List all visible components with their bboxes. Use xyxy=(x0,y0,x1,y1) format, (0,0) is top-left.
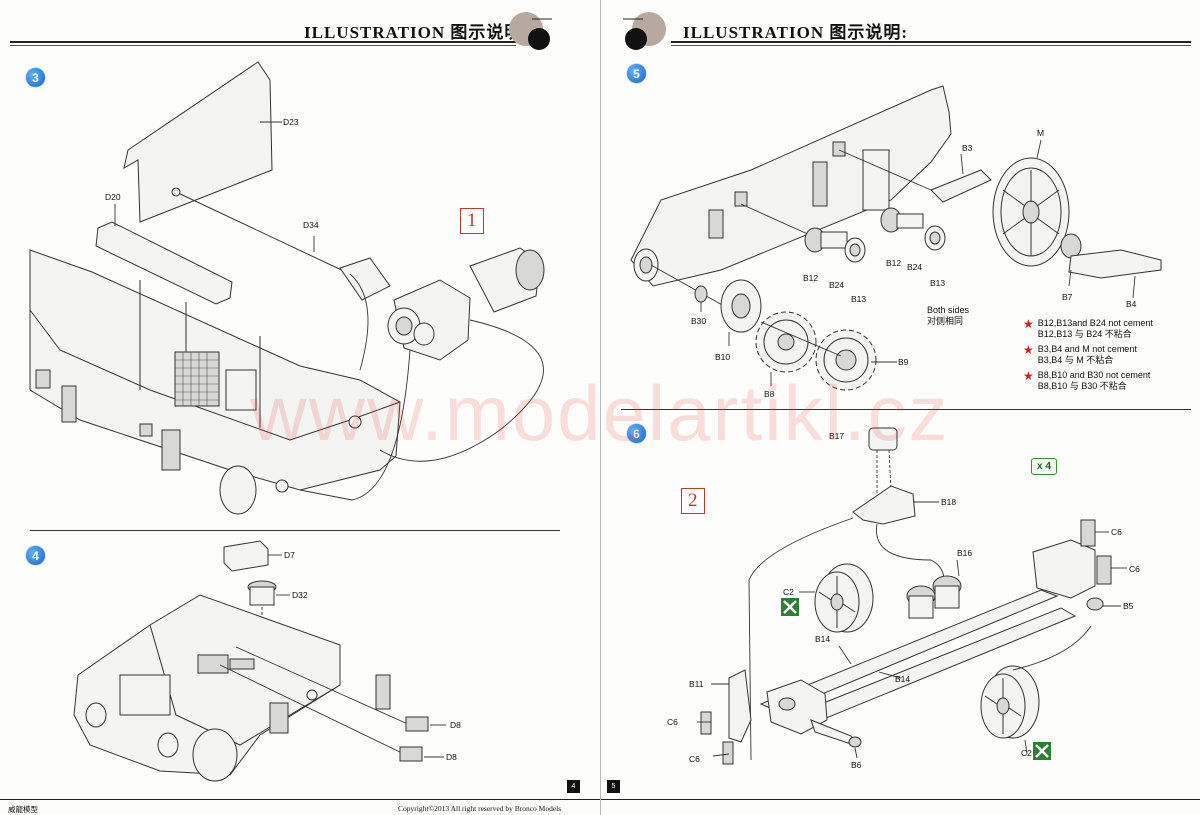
part-label-b6: B6 xyxy=(851,760,862,770)
part-label-d23: D23 xyxy=(283,117,299,127)
step-divider-right xyxy=(621,409,1191,410)
part-label-b10: B10 xyxy=(715,352,731,362)
both-sides-note: Both sides 对侧相同 xyxy=(927,305,970,326)
no-glue-icon-lower xyxy=(1033,742,1051,760)
part-label-b5: B5 xyxy=(1123,601,1134,611)
part-label-b9: B9 xyxy=(898,357,909,367)
part-label-b8: B8 xyxy=(764,389,775,399)
part-label-d32: D32 xyxy=(292,590,308,600)
header-circle-icon xyxy=(509,12,552,50)
star-icon: ★ xyxy=(1023,317,1034,331)
part-label-b3: B3 xyxy=(962,143,973,153)
step-5-badge: 5 xyxy=(627,64,646,83)
header-circle-icon-right xyxy=(623,12,666,50)
part-label-d20: D20 xyxy=(105,192,121,202)
left-page: ILLUSTRATION 图示说明: 3 xyxy=(0,12,600,814)
part-label-b24-first: B24 xyxy=(829,280,845,290)
part-label-d8-upper: D8 xyxy=(450,720,461,730)
part-label-b30: B30 xyxy=(691,316,707,326)
right-header-title: ILLUSTRATION 图示说明: xyxy=(683,23,909,42)
left-header-title: ILLUSTRATION 图示说明: xyxy=(304,23,530,42)
part-label-c6-left: C6 xyxy=(667,717,678,727)
step-5-diagram xyxy=(630,85,1162,391)
star-icon: ★ xyxy=(1023,343,1034,357)
footer-copyright: Copyright©2013 All right reserved by Bro… xyxy=(398,804,562,813)
right-page-number: 5 xyxy=(607,780,620,793)
part-label-b17: B17 xyxy=(829,431,845,441)
step-6-badge: 6 xyxy=(627,424,646,443)
part-label-d34: D34 xyxy=(303,220,319,230)
part-label-d7: D7 xyxy=(284,550,295,560)
part-label-b4: B4 xyxy=(1126,299,1137,309)
footer-brand: 威龍模型 xyxy=(8,805,38,814)
right-page: ILLUSTRATION 图示说明: 5 xyxy=(600,0,1200,815)
step-4-diagram xyxy=(73,540,446,782)
star-icon: ★ xyxy=(1023,369,1034,383)
part-label-c2-upper: C2 xyxy=(783,587,794,597)
part-label-b12-second: B12 xyxy=(886,258,902,268)
part-label-b24-second: B24 xyxy=(907,262,923,272)
step-3-diagram xyxy=(29,61,545,515)
part-label-c6-second: C6 xyxy=(1129,564,1140,574)
step-6-diagram xyxy=(697,427,1127,765)
part-label-b14-lower: B14 xyxy=(895,674,911,684)
part-label-b13-first: B13 xyxy=(851,294,867,304)
step-3-badge: 3 xyxy=(26,68,45,87)
part-label-c6-bottom: C6 xyxy=(689,754,700,764)
part-label-b12-first: B12 xyxy=(803,273,819,283)
part-label-b11: B11 xyxy=(689,679,704,689)
part-label-b7: B7 xyxy=(1062,292,1073,302)
left-header-rule xyxy=(10,41,516,43)
subassembly-2-box: 2 xyxy=(681,488,705,514)
part-label-b14-upper: B14 xyxy=(815,634,831,644)
step-divider-left xyxy=(30,530,560,531)
part-label-d8-lower: D8 xyxy=(446,752,457,762)
quantity-badge: x 4 xyxy=(1031,458,1057,475)
part-label-c6-upper: C6 xyxy=(1111,527,1122,537)
part-label-b16: B16 xyxy=(957,548,973,558)
part-label-c2-lower: C2 xyxy=(1021,748,1032,758)
step-4-badge: 4 xyxy=(26,546,45,565)
no-glue-icon-upper xyxy=(781,598,799,616)
left-page-number: 4 xyxy=(567,780,580,793)
right-header-rule xyxy=(671,41,1191,43)
part-label-m: M xyxy=(1037,128,1045,138)
part-label-b13-second: B13 xyxy=(930,278,946,288)
part-label-b18: B18 xyxy=(941,497,957,507)
subassembly-1-box: 1 xyxy=(460,208,484,234)
